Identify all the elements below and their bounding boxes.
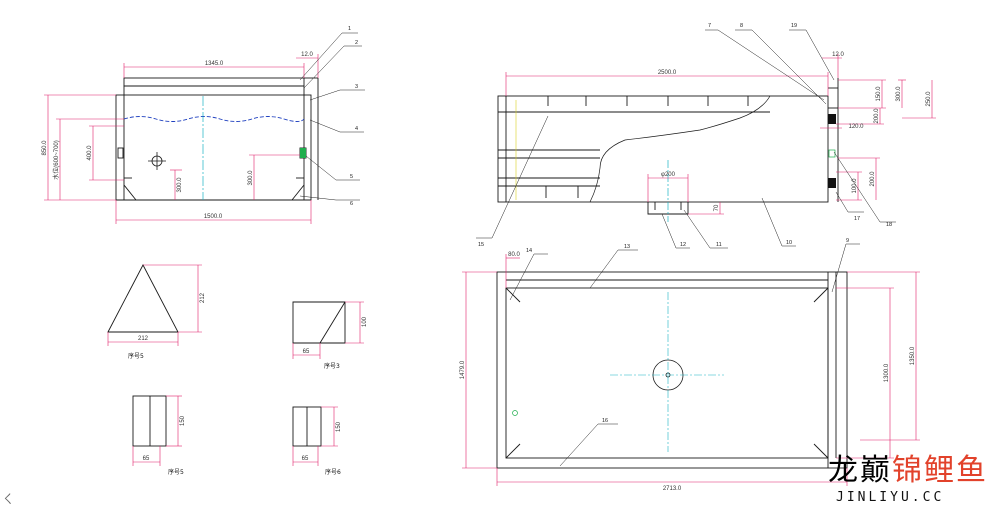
left-tank-inner [123, 85, 305, 201]
part-details: 212 212 序号5 100 65 序号3 65 150 序号5 [107, 264, 368, 476]
plan-dim-width: 1479.0 [460, 360, 466, 379]
part3-dim-w: 65 [143, 456, 150, 462]
right-tank-outline [497, 95, 829, 203]
left-dim-drain: 300.0 [177, 177, 183, 193]
right-dim-100: 100.0 [852, 178, 858, 194]
leader-17: 17 [854, 216, 860, 222]
plan-marker [512, 410, 518, 416]
water-level-line [123, 116, 305, 122]
leader-7: 7 [708, 23, 711, 29]
right-dim-120: 120.0 [848, 124, 864, 130]
left-top-rim [123, 77, 305, 87]
right-front-view: 2500.0 12.0 150.0 300.0 250.0 200.0 120.… [476, 23, 936, 249]
right-dim-200: 200.0 [874, 108, 880, 124]
part1-dim-w: 212 [138, 336, 149, 342]
leader-11: 11 [716, 242, 722, 248]
leader-3: 3 [355, 84, 358, 90]
plan-dim-length: 2713.0 [663, 486, 682, 492]
right-dim-sump-dia: φ200 [661, 172, 676, 178]
drain-symbol [148, 152, 166, 170]
left-dim-fitting: 300.0 [248, 170, 254, 186]
leader-4: 4 [355, 126, 358, 132]
left-fitting-5 [300, 148, 306, 158]
left-dim-water: 水位(600~700) [52, 140, 60, 180]
right-dim-300: 300.0 [896, 86, 902, 102]
part4-dim-h: 150 [336, 421, 342, 432]
right-dim-250: 250.0 [926, 91, 932, 107]
part2-dim-w: 65 [303, 349, 310, 355]
leader-8: 8 [740, 23, 743, 29]
leader-10: 10 [786, 240, 792, 246]
leader-2: 2 [355, 40, 358, 46]
right-fitting-upper [828, 114, 836, 124]
plan-dim-1350: 1350.0 [910, 346, 916, 365]
watermark-logo: 龙巅锦鲤鱼 [828, 454, 988, 488]
leader-6: 6 [350, 201, 353, 207]
part1-dim-h: 212 [200, 292, 206, 303]
part-trapezoid [292, 301, 346, 344]
right-dim-200b: 200.0 [870, 171, 876, 187]
leader-9: 9 [846, 238, 849, 244]
left-dim-wall: 12.0 [301, 52, 313, 58]
leader-13: 13 [624, 244, 630, 250]
right-dim-length: 2500.0 [658, 70, 677, 76]
part3-dim-h: 150 [180, 415, 186, 426]
leader-18: 18 [886, 222, 892, 228]
part-rect-a [132, 395, 167, 447]
leader-16: 16 [602, 418, 608, 424]
left-dim-height: 850.0 [42, 140, 48, 156]
watermark-cn-left: 龙巅 [828, 453, 892, 488]
plan-view: 80.0 1479.0 1300.0 1350.0 2713.0 14 13 9… [460, 238, 920, 492]
right-dim-wall: 12.0 [832, 52, 844, 58]
part2-caption: 序号3 [324, 362, 340, 370]
watermark-cn-right: 锦鲤鱼 [892, 453, 988, 488]
part1-caption: 序号5 [128, 352, 144, 360]
part-triangle [107, 264, 179, 333]
corner-glyph: ㄑ [2, 492, 15, 506]
plan-dim-1300: 1300.0 [884, 363, 890, 382]
leader-14: 14 [526, 248, 532, 254]
leader-12: 12 [680, 242, 686, 248]
leader-5: 5 [350, 174, 353, 180]
plan-outer [496, 271, 848, 469]
right-dim-sump-depth: 70 [714, 204, 720, 211]
left-dim-width: 1500.0 [204, 214, 223, 220]
left-tank-outline [115, 94, 312, 201]
plan-dim-80: 80.0 [508, 252, 520, 258]
leader-1: 1 [348, 26, 351, 32]
left-dim-length: 1345.0 [205, 61, 224, 67]
part4-caption: 序号6 [325, 468, 341, 476]
part4-dim-w: 65 [302, 456, 309, 462]
left-side-view: 1345.0 12.0 850.0 水位(600~700) 400.0 300.… [42, 26, 365, 224]
part2-dim-h: 100 [362, 316, 368, 327]
part-rect-b [292, 406, 322, 447]
leader-15: 15 [478, 242, 484, 248]
part3-caption: 序号5 [168, 468, 184, 476]
right-fitting-lower [828, 178, 836, 188]
leader-19: 19 [791, 23, 797, 29]
left-dim-inner: 400.0 [87, 145, 93, 161]
right-dim-150: 150.0 [876, 86, 882, 102]
watermark-url: JINLIYU.CC [836, 490, 945, 505]
